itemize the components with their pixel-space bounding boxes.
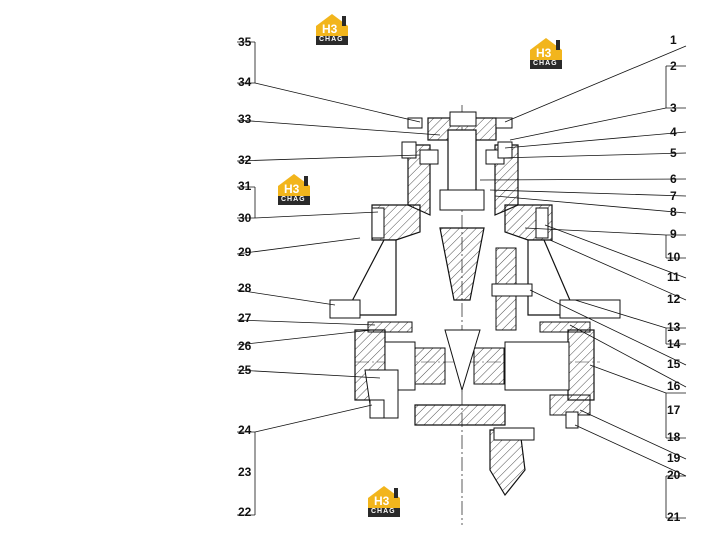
logo-word-text: CHAG: [371, 508, 396, 515]
callout-label: 23: [238, 465, 252, 479]
callout-label: 33: [238, 112, 252, 126]
callout-label: 15: [667, 357, 681, 371]
logo-word-text: CHAG: [281, 196, 306, 203]
callout-label: 29: [238, 245, 252, 259]
callout-label: 26: [238, 339, 252, 353]
callout-label: 20: [667, 468, 681, 482]
input-shaft: [439, 129, 485, 211]
main-housing: [329, 239, 621, 331]
logo-word-text: CHAG: [533, 60, 558, 67]
callout-label: 25: [238, 363, 252, 377]
logo-word-text: CHAG: [319, 36, 344, 43]
ring-gear: [364, 369, 591, 497]
callout-label: 5: [670, 146, 677, 160]
callout-label: 13: [667, 320, 681, 334]
logo-mark-text: H3: [322, 22, 338, 36]
mid-flange: [371, 204, 553, 241]
callout-label: 27: [238, 311, 252, 325]
callout-label: 12: [667, 292, 681, 306]
callout-label: 19: [667, 451, 681, 465]
callout-label: 21: [667, 510, 681, 524]
callout-label: 32: [238, 153, 252, 167]
callout-label: 24: [238, 423, 252, 437]
callout-label: 4: [670, 125, 677, 139]
callout-label: 10: [667, 250, 681, 264]
callout-label: 22: [238, 505, 252, 519]
bevel-pinion: [439, 227, 485, 301]
callout-label: 7: [670, 189, 677, 203]
callout-label: 6: [670, 172, 677, 186]
callout-label: 16: [667, 379, 681, 393]
axle-section: [354, 321, 595, 401]
logo-mark-text: H3: [284, 182, 300, 196]
callout-label: 28: [238, 281, 252, 295]
callout-label: 3: [670, 101, 677, 115]
left-leaders: [236, 41, 441, 516]
callout-label: 8: [670, 205, 677, 219]
callout-label: 2: [670, 59, 677, 73]
callout-label: 30: [238, 211, 252, 225]
callout-label: 9: [670, 227, 677, 241]
callout-label: 14: [667, 337, 681, 351]
callout-label: 17: [667, 403, 681, 417]
callout-label: 31: [238, 179, 252, 193]
callout-label: 34: [238, 75, 252, 89]
callout-label: 35: [238, 35, 252, 49]
logo-mark-text: H3: [374, 494, 390, 508]
callout-label: 11: [667, 270, 680, 284]
right-leaders: [479, 45, 687, 519]
logo-mark-text: H3: [536, 46, 552, 60]
callout-label: 1: [670, 33, 677, 47]
callout-label: 18: [667, 430, 681, 444]
